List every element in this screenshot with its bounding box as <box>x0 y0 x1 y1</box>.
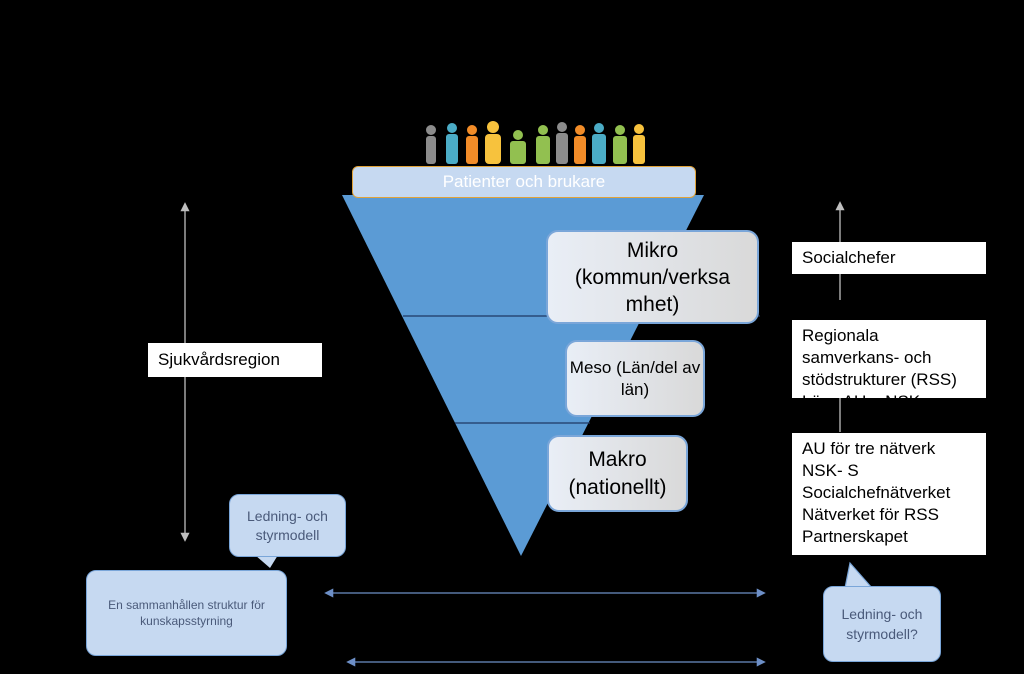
level-mikro: Mikro (kommun/verksa mhet) <box>546 230 759 324</box>
level-meso-label: Meso (Län/del av län) <box>569 357 701 399</box>
callout-ledning-label: Ledning- och styrmodell <box>247 507 328 543</box>
level-makro-label: Makro (nationellt) <box>568 447 667 499</box>
callout-ledning-question-label: Ledning- och styrmodell? <box>841 606 923 642</box>
callout-ledning-question: Ledning- och styrmodell? <box>823 586 941 662</box>
patients-banner: Patienter och brukare <box>352 166 696 198</box>
box-socialchefer: Socialchefer <box>792 242 986 274</box>
level-meso: Meso (Län/del av län) <box>565 340 705 417</box>
level-mikro-label: Mikro (kommun/verksa mhet) <box>574 238 731 316</box>
box-rss: Regionala samverkans- och stödstrukturer… <box>792 320 986 411</box>
callout-tail-right <box>844 561 874 589</box>
au-line-3: Socialchefnätverket <box>802 483 951 502</box>
people-icon <box>426 121 645 164</box>
au-line-1: AU för tre nätverk <box>802 439 936 458</box>
au-line-4: Nätverket för RSS <box>802 505 939 524</box>
au-line-5: Partnerskapet <box>802 527 908 546</box>
callout-tail-left <box>255 555 278 568</box>
region-label: Sjukvårdsregion <box>148 343 322 377</box>
level-makro: Makro (nationellt) <box>547 435 688 512</box>
au-line-2: NSK- S <box>802 461 859 480</box>
callout-structure: En sammanhållen struktur för kunskapssty… <box>86 570 287 656</box>
callout-ledning: Ledning- och styrmodell <box>229 494 346 557</box>
callout-structure-label: En sammanhållen struktur för kunskapssty… <box>108 598 265 628</box>
box-au: AU för tre nätverk NSK- S Socialchefnätv… <box>792 433 986 555</box>
